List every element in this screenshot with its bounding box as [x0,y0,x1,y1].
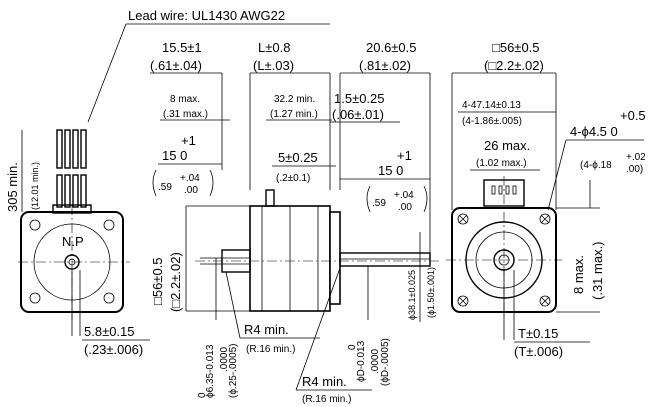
dim-1-5-inch: (.06±.01) [332,107,384,122]
dim-38-1: ϕ38.1±0.025 [407,270,417,320]
tol-left-inch-plus: +.04 [180,173,200,184]
dim-6-35-zero: 0 [197,392,208,398]
tol-left-inch-zero: .00 [184,185,198,196]
dim-32-2-inch: (1.27 min.) [270,109,318,120]
dim-32-2: 32.2 min. [274,94,315,105]
dim-T: T±0.15 [518,326,558,341]
lead-wires-lower [56,174,87,208]
tol-right-base: 15 0 [378,163,403,178]
dim-47-14-inch: (4-1.86±.005) [462,116,522,127]
dim-20-6: 20.6±0.5 [366,40,417,55]
mounting-holes-front [457,213,551,307]
dim-5-8-inch: (.23±.006) [84,342,143,357]
dim-8-max-front-inch: (.31 max.) [590,241,605,300]
dim-D-zero: 0 [347,344,358,350]
dim-1-5: 1.5±0.25 [334,91,385,106]
dim-6-35-inch: (ϕ.25-.0005) [228,343,239,398]
tol-right-inch-plus: +.04 [394,190,414,201]
dim-15-5: 15.5±1 [162,40,202,55]
dim-D-inch: (ϕD-.0005) [380,338,391,386]
hole-inch-plus: +.02 [626,152,646,163]
dim-38-1-inch: (ϕ1.50±.001) [426,267,436,318]
dim-D: ϕD-0.013 [356,340,367,382]
hole-inch: (4-ϕ.18 [580,160,612,171]
connector-pins [491,185,517,195]
dim-56-side-inch: (□2.2±.02) [168,252,183,312]
lead-wire-leader [87,23,127,123]
r4-a: R4 min. [244,322,289,337]
r4-b-inch: (R.16 min.) [302,394,351,405]
tol-left-plus: +1 [181,133,196,148]
motor-side-view: 15.5±1 (.61±.04) L±0.8 (L±.03) 20.6±0.5 … [150,40,440,405]
tol-left-base: 15 0 [162,148,187,163]
dim-D-inch-zero: .0000 [370,349,381,374]
front-shaft [339,252,431,267]
tol-right-paren-close [423,185,428,213]
mounting-holes-top [29,219,115,304]
tol-left-inch-val: .59 [158,182,172,193]
hole-dim: 4-ϕ4.5 0 [570,124,618,139]
dim-T-inch: (T±.006) [514,344,563,359]
tol-left-paren-close [209,169,214,197]
dim-5: 5±0.25 [278,150,318,165]
lead-length-inch: (12.01 min.) [30,162,40,210]
dim-47-14: 4-47.14±0.13 [462,100,521,111]
hole-inch-zero: .00) [626,164,643,175]
dim-5-inch: (.2±0.1) [276,173,310,184]
dim-56-side: □56±0.5 [150,257,165,305]
tol-right-inch-zero: .00 [398,202,412,213]
dim-6-35: ϕ6.35-0.013 [205,344,216,398]
dim-L-inch: (L±.03) [253,58,294,73]
dim-20-6-inch: (.81±.02) [359,58,411,73]
tol-right-plus: +1 [397,148,412,163]
dim-56-front: □56±0.5 [492,40,540,55]
lead-length-label: 305 min. [5,162,20,212]
dim-8-max-front: 8 max. [571,255,586,294]
motor-front-view: □56±0.5 (□2.2±.02) 4-47.14±0.13 (4-1.86±… [446,40,646,359]
dim-8-max-inch: (.31 max.) [163,109,208,120]
tol-right-paren-open [366,185,371,213]
hole-plus: +0.5 [620,108,646,123]
dim-26-inch: (1.02 max.) [476,158,527,169]
r4-b: R4 min. [302,374,347,389]
tol-left-paren-open [152,169,157,197]
dim-15-5-inch: (.61±.04) [150,58,202,73]
motor-top-view: Lead wire: UL1430 AWG22 305 min. (12.01 … [5,8,330,357]
dim-26: 26 max. [484,138,530,153]
dim-5-8: 5.8±0.15 [84,324,135,339]
dim-56-front-inch: (□2.2±.02) [484,58,544,73]
side-wire-stub [265,189,275,207]
dim-6-35-inch-zero: .0000 [219,347,230,372]
lead-wire-label: Lead wire: UL1430 AWG22 [128,8,285,23]
motor-flange [329,211,341,305]
lead-wires-upper [56,129,87,169]
dim-L: L±0.8 [258,40,290,55]
np-label: N.P [62,234,84,249]
dim-8-max: 8 max. [170,94,200,105]
r4-a-inch: (R.16 min.) [246,344,295,355]
tol-right-inch-val: .59 [372,198,386,209]
